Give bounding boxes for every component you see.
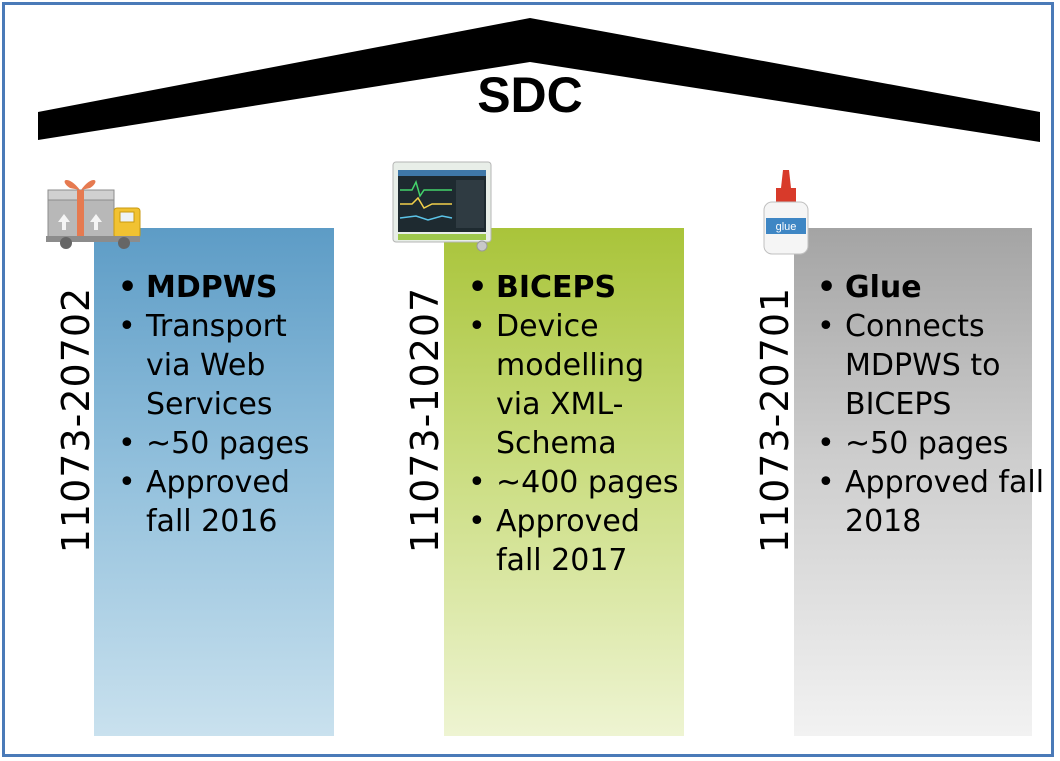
bullet-list-glue: Glue Connects MDPWS to BICEPS ~50 pages … bbox=[817, 268, 1047, 541]
standard-label-mdpws: 11073-20702 bbox=[54, 286, 98, 554]
bullet-name: MDPWS bbox=[118, 268, 338, 307]
bullet-name: Glue bbox=[817, 268, 1047, 307]
bullet-item: Device modelling via XML-Schema bbox=[468, 307, 688, 463]
roof-shape bbox=[38, 18, 1040, 142]
bullet-item: Approved fall 2017 bbox=[468, 502, 688, 580]
patient-monitor-icon bbox=[392, 161, 492, 252]
bullet-list-biceps: BICEPS Device modelling via XML-Schema ~… bbox=[468, 268, 688, 580]
glue-label-text: glue bbox=[776, 221, 797, 233]
standard-label-glue: 11073-20701 bbox=[753, 286, 797, 554]
bullet-item: Transport via Web Services bbox=[118, 307, 338, 424]
bullet-item: Connects MDPWS to BICEPS bbox=[817, 307, 1047, 424]
gift-truck-icon bbox=[46, 179, 141, 249]
bullet-item: ~400 pages bbox=[468, 463, 688, 502]
bullet-item: ~50 pages bbox=[817, 424, 1047, 463]
bullet-item: Approved fall 2016 bbox=[118, 463, 338, 541]
diagram-title: SDC bbox=[477, 67, 583, 123]
bullet-item: ~50 pages bbox=[118, 424, 338, 463]
bullet-item: Approved fall 2018 bbox=[817, 463, 1047, 541]
bullet-list-mdpws: MDPWS Transport via Web Services ~50 pag… bbox=[118, 268, 338, 541]
standard-label-biceps: 11073-10207 bbox=[403, 286, 447, 554]
bullet-name: BICEPS bbox=[468, 268, 688, 307]
glue-bottle-icon: glue bbox=[763, 170, 809, 255]
